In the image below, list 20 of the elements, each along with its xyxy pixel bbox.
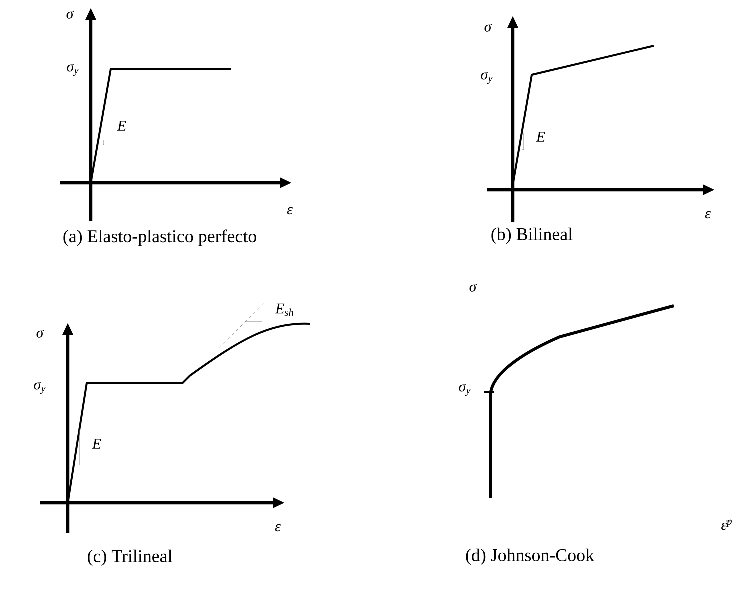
panel-caption: (a) Elasto-plastico perfecto: [64, 230, 256, 246]
axis-symbol: σ: [36, 330, 44, 338]
panel-caption: (b) Bilineal: [492, 228, 573, 244]
axis-symbol: ε̄$^{p}$: [722, 520, 732, 530]
axis-symbol: E: [117, 121, 126, 131]
axis-symbol: ε: [287, 207, 293, 215]
axis-symbol: σ: [66, 11, 74, 19]
axis-symbol: σ$_{y}$: [67, 64, 79, 76]
panel-caption: (d) Johnson-Cook: [466, 548, 594, 566]
axis-symbol: σ$_{y}$: [34, 382, 46, 394]
axis-symbol: σ$_{y}$: [481, 72, 493, 84]
axis-symbol: E: [92, 439, 102, 449]
axis-symbol: E: [536, 132, 546, 142]
axis-symbol: ε: [705, 211, 711, 219]
axis-symbol: E$_{sh}$: [275, 304, 294, 316]
panel-caption: (c) Trilineal: [88, 550, 172, 566]
axis-symbol: σ: [484, 24, 492, 32]
axis-symbol: ε: [275, 524, 281, 532]
axis-symbol: σ: [470, 284, 478, 292]
axis-symbol: σ$_{y}$: [459, 384, 471, 396]
